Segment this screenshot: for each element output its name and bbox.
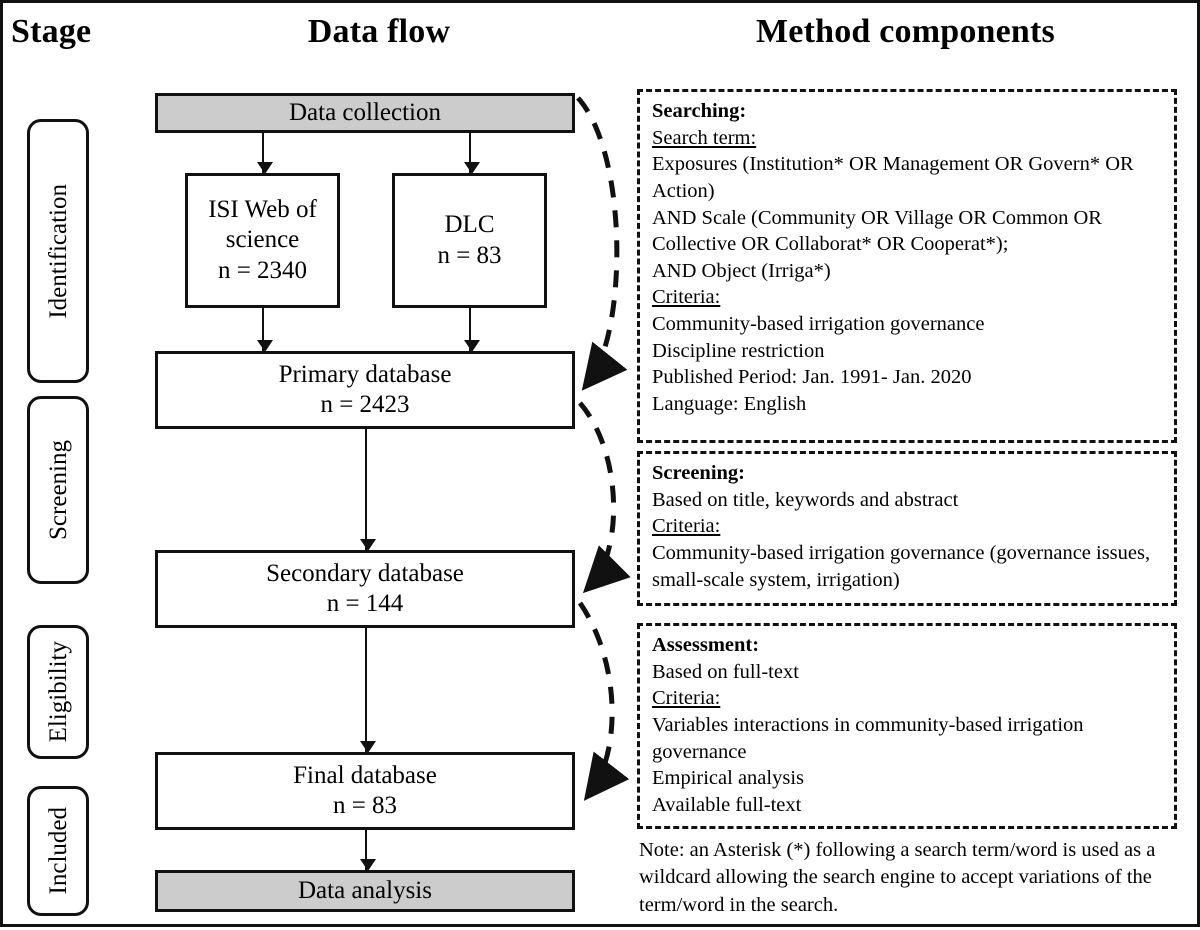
flow-node-title: Data analysis (298, 876, 432, 904)
stage-box-identification: Identification (27, 119, 89, 383)
searching-heading: Searching: (652, 100, 747, 122)
flow-node-isi-web-of-science: ISI Web of science n = 2340 (185, 173, 340, 308)
stage-label-included: Included (44, 807, 72, 895)
flow-node-dlc: DLC n = 83 (392, 173, 547, 308)
arrow-final-to-data-analysis (359, 830, 376, 871)
curve-assessment-to-final (577, 601, 630, 801)
arrow-secondary-to-final (359, 628, 376, 753)
screening-subheading-criteria: Criteria: (652, 515, 721, 538)
method-panel-searching: Searching: Search term: Exposures (Insti… (637, 89, 1177, 443)
arrow-data-collection-to-dlc (463, 133, 480, 174)
flow-node-final-database: Final database n = 83 (155, 752, 575, 830)
flow-node-data-analysis: Data analysis (155, 870, 575, 912)
searching-criteria-3: Published Period: Jan. 1991- Jan. 2020 (652, 366, 972, 389)
flow-node-title-line1: ISI Web of (208, 195, 317, 223)
curve-screening-to-secondary (578, 401, 631, 594)
flow-node-title-line2: science (225, 226, 300, 254)
flow-node-title: Final database (293, 761, 437, 789)
arrow-isi-to-primary (256, 308, 273, 352)
flow-node-count: n = 83 (332, 792, 398, 819)
assessment-criteria-3: Available full-text (652, 793, 802, 816)
flow-node-count: n = 2423 (320, 391, 410, 418)
searching-term-line-1: Exposures (Institution* OR Management OR… (652, 153, 1134, 202)
arrow-primary-to-secondary (359, 429, 376, 551)
flow-node-primary-database: Primary database n = 2423 (155, 351, 575, 429)
searching-term-line-3: AND Object (Irriga*) (652, 259, 831, 282)
searching-subheading-criteria: Criteria: (652, 286, 721, 309)
figure-note: Note: an Asterisk (*) following a search… (639, 839, 1156, 916)
flow-node-secondary-database: Secondary database n = 144 (155, 550, 575, 628)
stage-label-eligibility: Eligibility (44, 641, 72, 743)
searching-subheading-search-term: Search term: (652, 126, 757, 149)
column-header-method-components: Method components (755, 13, 1055, 50)
screening-heading: Screening: (652, 462, 746, 484)
stage-label-identification: Identification (44, 183, 72, 319)
stage-box-eligibility: Eligibility (27, 625, 89, 759)
assessment-criteria-1: Variables interactions in community-base… (652, 713, 1084, 763)
stage-box-included: Included (27, 786, 89, 916)
stage-label-screening: Screening (44, 440, 72, 540)
flow-node-count: n = 2340 (217, 256, 308, 284)
flow-node-data-collection: Data collection (155, 93, 575, 133)
curve-searching-to-primary (576, 96, 628, 391)
searching-criteria-1: Community-based irrigation governance (652, 313, 985, 336)
arrow-data-collection-to-isi (256, 133, 273, 174)
flow-node-title: Primary database (278, 360, 452, 388)
flow-node-title: DLC (444, 211, 495, 238)
assessment-basis: Based on full-text (652, 660, 799, 683)
screening-basis: Based on title, keywords and abstract (652, 488, 959, 511)
stage-box-screening: Screening (27, 396, 89, 584)
searching-criteria-4: Language: English (652, 393, 807, 416)
method-panel-screening: Screening: Based on title, keywords and … (637, 451, 1177, 606)
flow-node-count: n = 83 (437, 241, 502, 269)
assessment-heading: Assessment: (652, 634, 760, 656)
searching-term-line-2: AND Scale (Community OR Village OR Commo… (652, 206, 1102, 256)
column-header-data-flow: Data flow (307, 13, 451, 50)
flow-node-title: Data collection (288, 98, 441, 126)
flow-node-count: n = 144 (326, 590, 404, 617)
searching-criteria-2: Discipline restriction (652, 339, 825, 362)
assessment-criteria-2: Empirical analysis (652, 767, 804, 790)
method-panel-assessment: Assessment: Based on full-text Criteria:… (637, 623, 1177, 829)
screening-criteria-1: Community-based irrigation governance (g… (652, 541, 1151, 591)
assessment-subheading-criteria: Criteria: (652, 687, 721, 710)
arrow-dlc-to-primary (463, 308, 480, 352)
column-header-stage: Stage (11, 13, 92, 50)
flow-node-title: Secondary database (266, 559, 464, 587)
